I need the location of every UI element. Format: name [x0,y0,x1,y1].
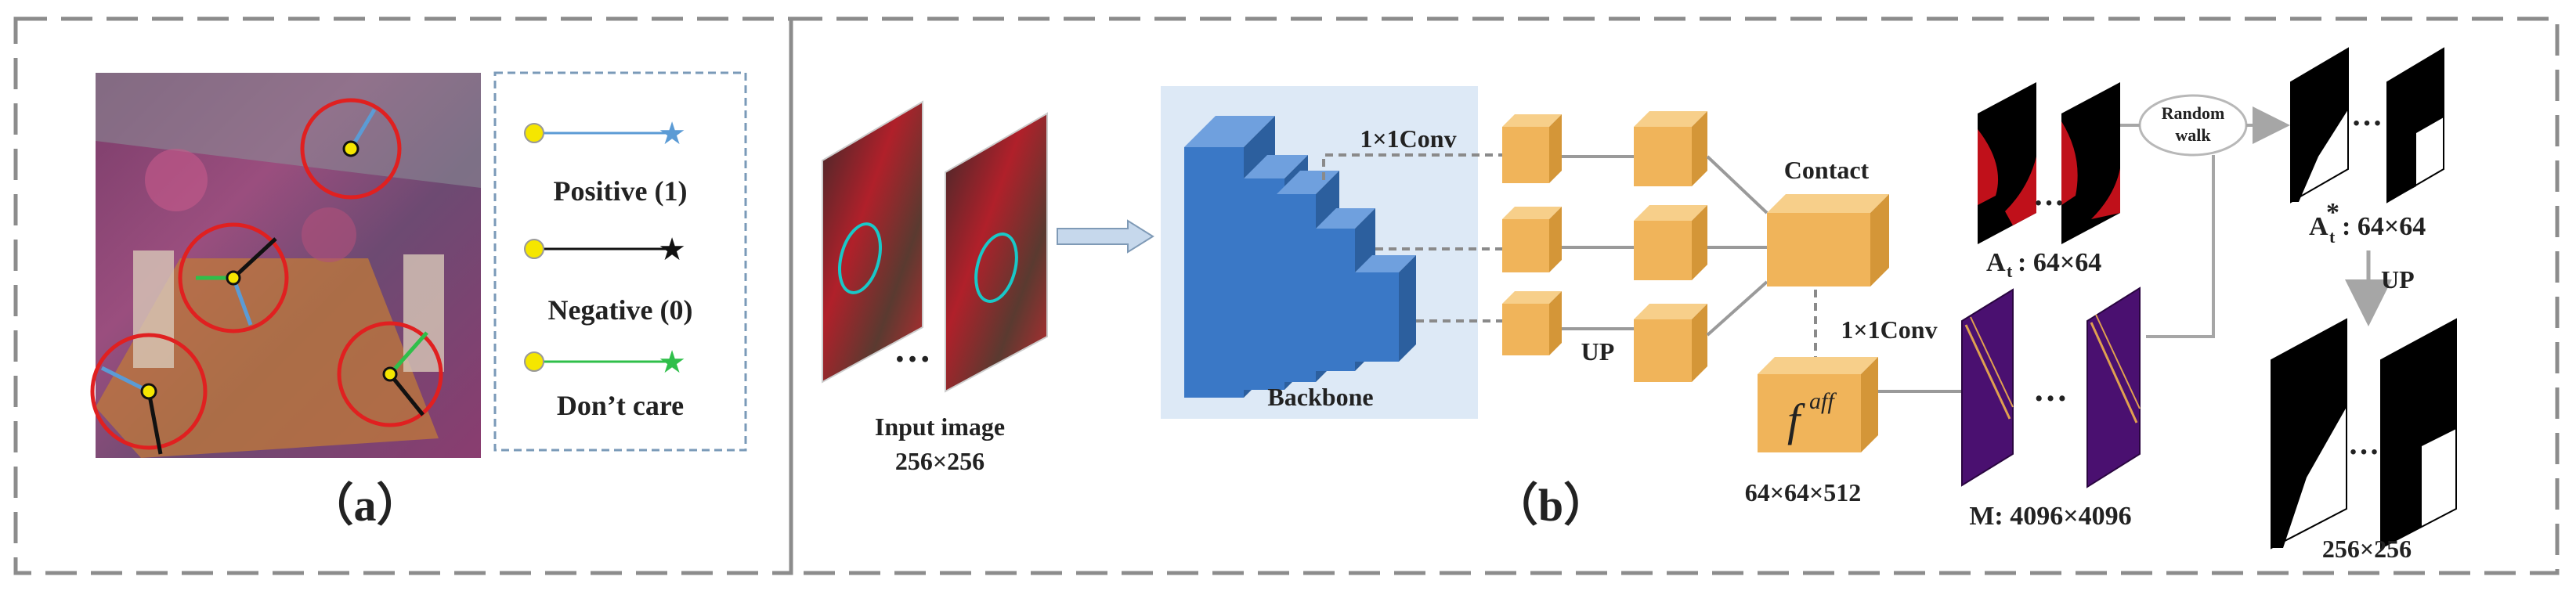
at-label: A t : 64×64 [1986,248,2101,281]
star-dont-care-icon: ★ [658,344,686,380]
keypoint-circle-left [90,333,208,455]
input-arrow [1057,219,1154,254]
star-negative-icon: ★ [658,232,686,267]
faff-cube [1758,357,1878,452]
m-ellipsis: … [2033,370,2068,409]
legend-positive-label: Positive (1) [554,175,688,207]
merge-connections [1706,155,1769,337]
backbone-network [1184,116,1416,398]
conv1-label: 1×1Conv [1360,124,1456,153]
up2-label: UP [2381,265,2415,294]
backbone-label: Backbone [1267,383,1373,411]
affinity-matrix-m [1961,286,2141,488]
legend-dont-care: ★ Don’t care [524,344,686,421]
random-walk-connections [2120,106,2290,338]
svg-text:*: * [2326,198,2339,227]
output-size: 256×256 [2322,535,2412,563]
panel-b-caption: （b） [1493,480,1609,531]
output-ellipsis: … [2348,426,2379,461]
feature-cubes-level1 [1502,114,1562,355]
panel-a-caption: （a） [308,480,421,531]
mask-at-star [2290,47,2444,204]
feature-cubes-level2 [1634,111,1707,382]
contact-label: Contact [1784,156,1870,184]
svg-text:A: A [1986,248,2006,277]
svg-text:A: A [2309,212,2329,241]
keypoint-circle-top [300,98,402,200]
legend-dont-care-label: Don’t care [557,390,684,421]
at-ellipsis: … [2033,177,2065,212]
svg-text:walk: walk [2175,125,2211,145]
svg-text:: 64×64: : 64×64 [2018,248,2101,277]
faff-size: 64×64×512 [1745,478,1861,506]
random-walk-node: Random walk [2138,94,2248,157]
keypoint-circle-right [337,321,443,427]
m-label: M: 4096×4096 [1969,502,2131,531]
output-masks [2271,318,2457,550]
legend-negative: ★ Negative (0) [524,232,693,326]
input-ellipsis: … [894,329,931,370]
legend-positive: ★ Positive (1) [524,116,688,207]
legend-negative-label: Negative (0) [548,294,693,326]
conv2-label: 1×1Conv [1841,315,1937,344]
contact-cube [1767,194,1889,286]
up-label: UP [1581,337,1615,366]
level-connections [1562,155,1634,330]
backbone-skip-connections [1322,153,1502,323]
star-positive-icon: ★ [658,116,686,151]
keypoint-circle-middle [178,222,289,333]
aerial-image [96,73,481,458]
at-star-ellipsis: … [2351,97,2383,132]
mask-at [1978,82,2120,244]
at-star-label: A t * : 64×64 [2309,198,2426,247]
input-image-size: 256×256 [895,447,985,475]
panel-b-frame [789,16,2560,575]
faff-superscript: aff [1809,388,1837,414]
svg-text:t: t [2329,227,2336,247]
input-image-label: Input image [875,413,1005,441]
svg-text:t: t [2007,261,2013,281]
input-image-2 [945,112,1048,393]
svg-text:: 64×64: : 64×64 [2342,212,2426,241]
svg-text:Random: Random [2162,103,2225,123]
input-image-1 [822,100,923,384]
